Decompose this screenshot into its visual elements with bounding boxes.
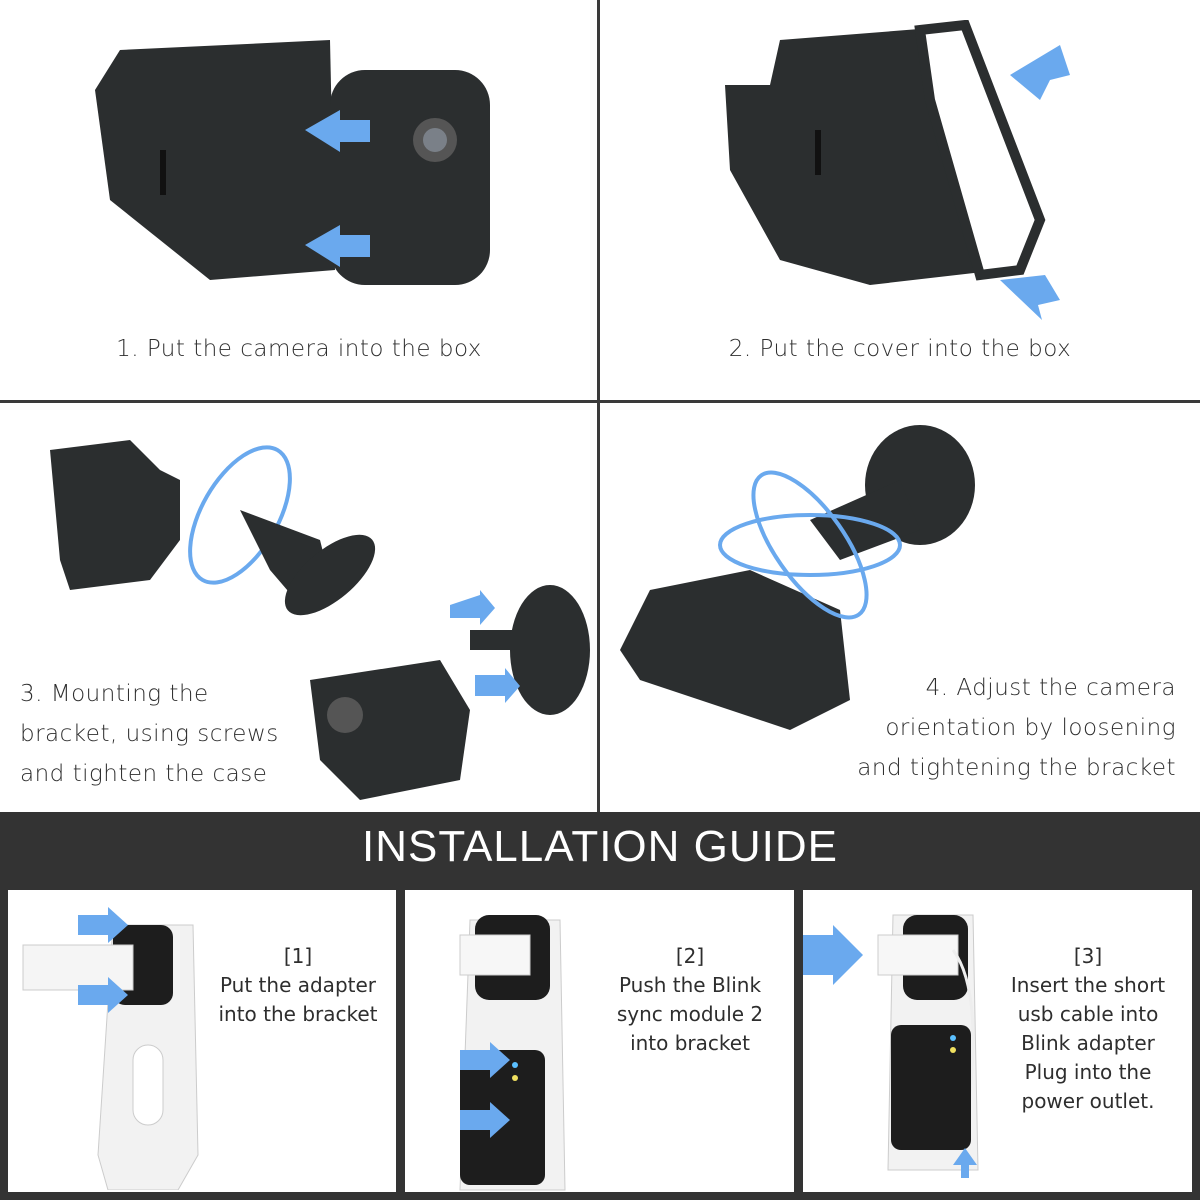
panel-1-text: [1] Put the adapter into the bracket — [213, 942, 383, 1029]
panel-number: [2] — [675, 944, 705, 968]
panel-number: [1] — [283, 944, 313, 968]
caption-line: orientation by loosening — [885, 715, 1176, 741]
panel-line: sync module 2 — [616, 1002, 764, 1026]
step-2-caption: 2. Put the cover into the box — [728, 336, 1072, 362]
plug-in-illustration — [803, 914, 979, 1178]
panel-line: Push the Blink — [618, 973, 762, 997]
panel-2-text: [2] Push the Blink sync module 2 into br… — [605, 942, 775, 1058]
grid-divider-horizontal — [0, 400, 1200, 403]
caption-line: 4. Adjust the camera — [925, 675, 1176, 701]
panel-line: power outlet. — [1021, 1089, 1155, 1113]
panel-1: [1] Put the adapter into the bracket — [8, 890, 396, 1192]
panel-number: [3] — [1073, 944, 1103, 968]
step-4-caption: 4. Adjust the camera orientation by loos… — [857, 668, 1176, 788]
panel-line: into bracket — [630, 1031, 750, 1055]
camera-into-box-illustration — [95, 40, 490, 285]
adjust-orientation-illustration — [620, 425, 975, 730]
panel-line: Put the adapter — [219, 973, 377, 997]
caption-line: bracket, using screws — [20, 721, 279, 747]
adapter-bracket-illustration — [22, 907, 199, 1190]
guide-title: INSTALLATION GUIDE — [361, 822, 838, 871]
panel-3: [3] Insert the short usb cable into Blin… — [803, 890, 1192, 1192]
grid-divider-vertical — [597, 0, 600, 812]
mount-bracket-illustration — [50, 440, 590, 800]
sync-module-bracket-illustration — [459, 915, 566, 1191]
panel-line: Plug into the — [1024, 1060, 1152, 1084]
panel-line: usb cable into — [1017, 1002, 1159, 1026]
caption-line: 3. Mounting the — [20, 681, 209, 707]
panel-line: into the bracket — [218, 1002, 378, 1026]
panel-2: [2] Push the Blink sync module 2 into br… — [405, 890, 794, 1192]
panel-line: Insert the short — [1010, 973, 1166, 997]
panel-3-text: [3] Insert the short usb cable into Blin… — [998, 942, 1178, 1116]
step-3-caption: 3. Mounting the bracket, using screws an… — [20, 674, 279, 794]
step-1-caption: 1. Put the camera into the box — [116, 336, 482, 362]
cover-into-box-illustration — [725, 20, 1070, 320]
caption-line: and tightening the bracket — [857, 755, 1176, 781]
panel-line: Blink adapter — [1021, 1031, 1155, 1055]
caption-line: and tighten the case — [20, 761, 268, 787]
